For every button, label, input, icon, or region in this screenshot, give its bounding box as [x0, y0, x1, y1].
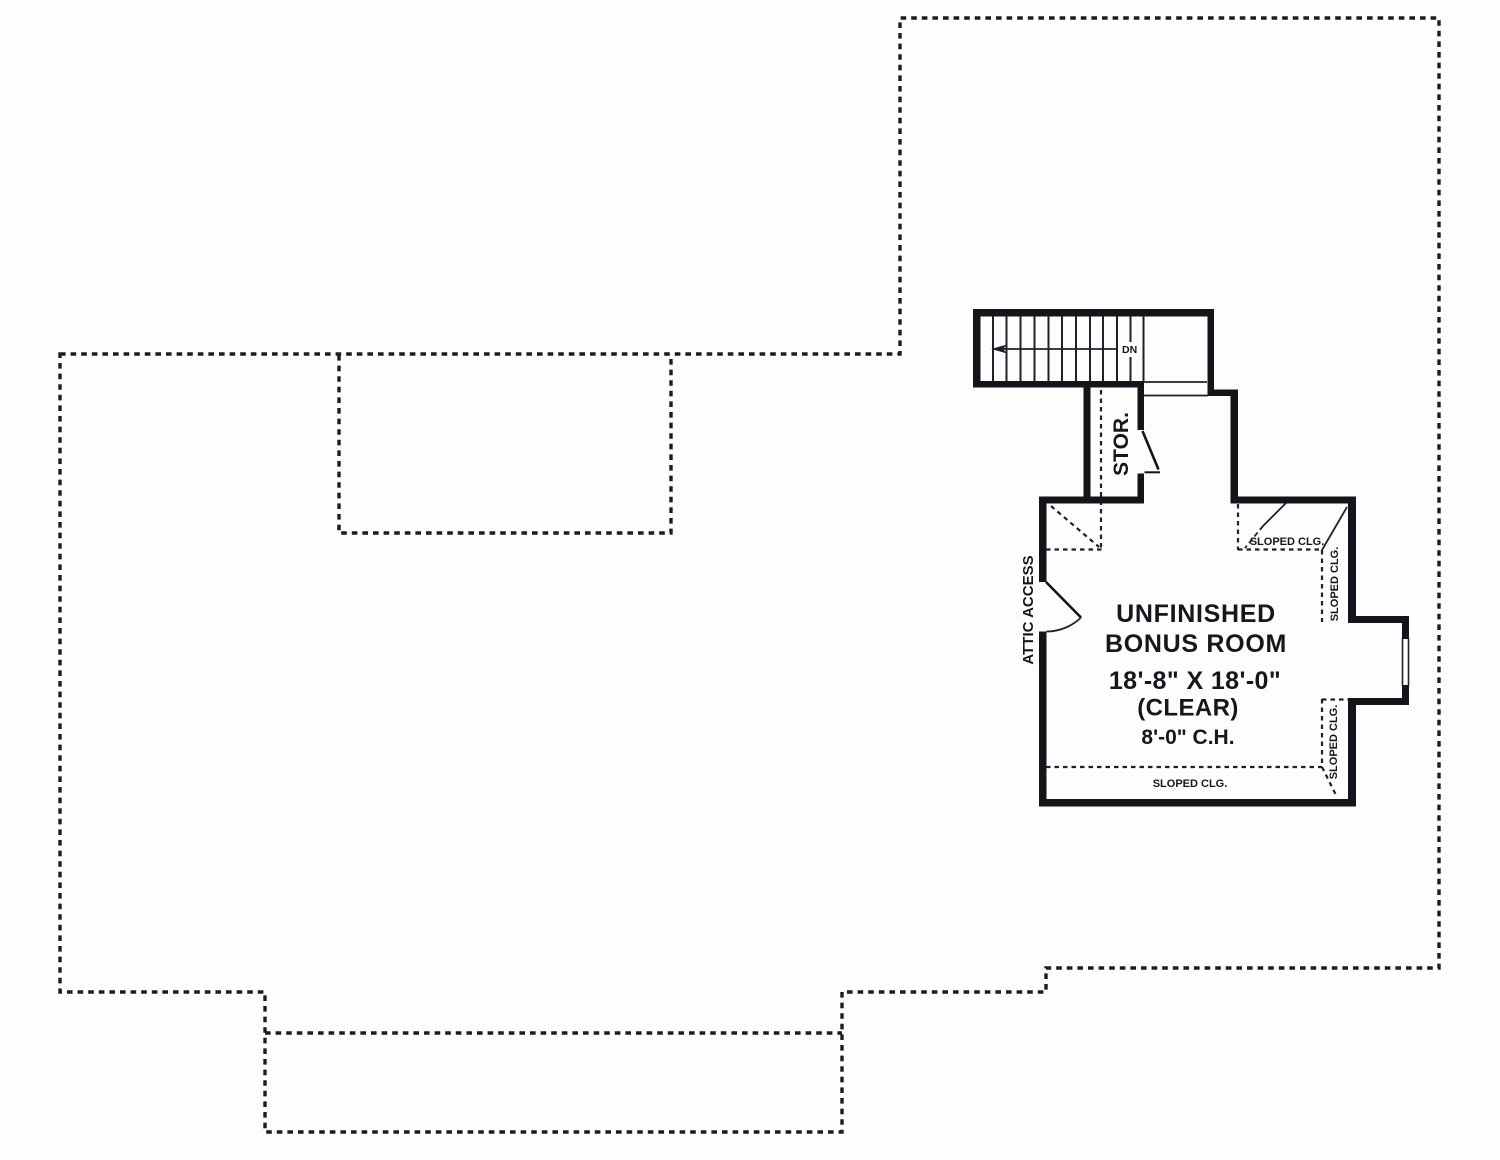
svg-text:8'-0" C.H.: 8'-0" C.H. — [1141, 726, 1234, 749]
svg-text:18'-8" X 18'-0": 18'-8" X 18'-0" — [1109, 667, 1281, 695]
svg-text:(CLEAR): (CLEAR) — [1137, 695, 1238, 722]
svg-text:UNFINISHED: UNFINISHED — [1116, 600, 1276, 628]
svg-text:SLOPED CLG.: SLOPED CLG. — [1329, 547, 1341, 622]
svg-text:ATTIC ACCESS: ATTIC ACCESS — [1020, 555, 1037, 664]
svg-text:SLOPED CLG.: SLOPED CLG. — [1153, 778, 1228, 790]
svg-text:BONUS ROOM: BONUS ROOM — [1105, 630, 1287, 658]
svg-text:STOR.: STOR. — [1110, 412, 1133, 476]
svg-text:SLOPED CLG.: SLOPED CLG. — [1250, 536, 1325, 548]
svg-text:DN: DN — [1122, 344, 1137, 356]
svg-text:SLOPED CLG.: SLOPED CLG. — [1328, 705, 1340, 780]
